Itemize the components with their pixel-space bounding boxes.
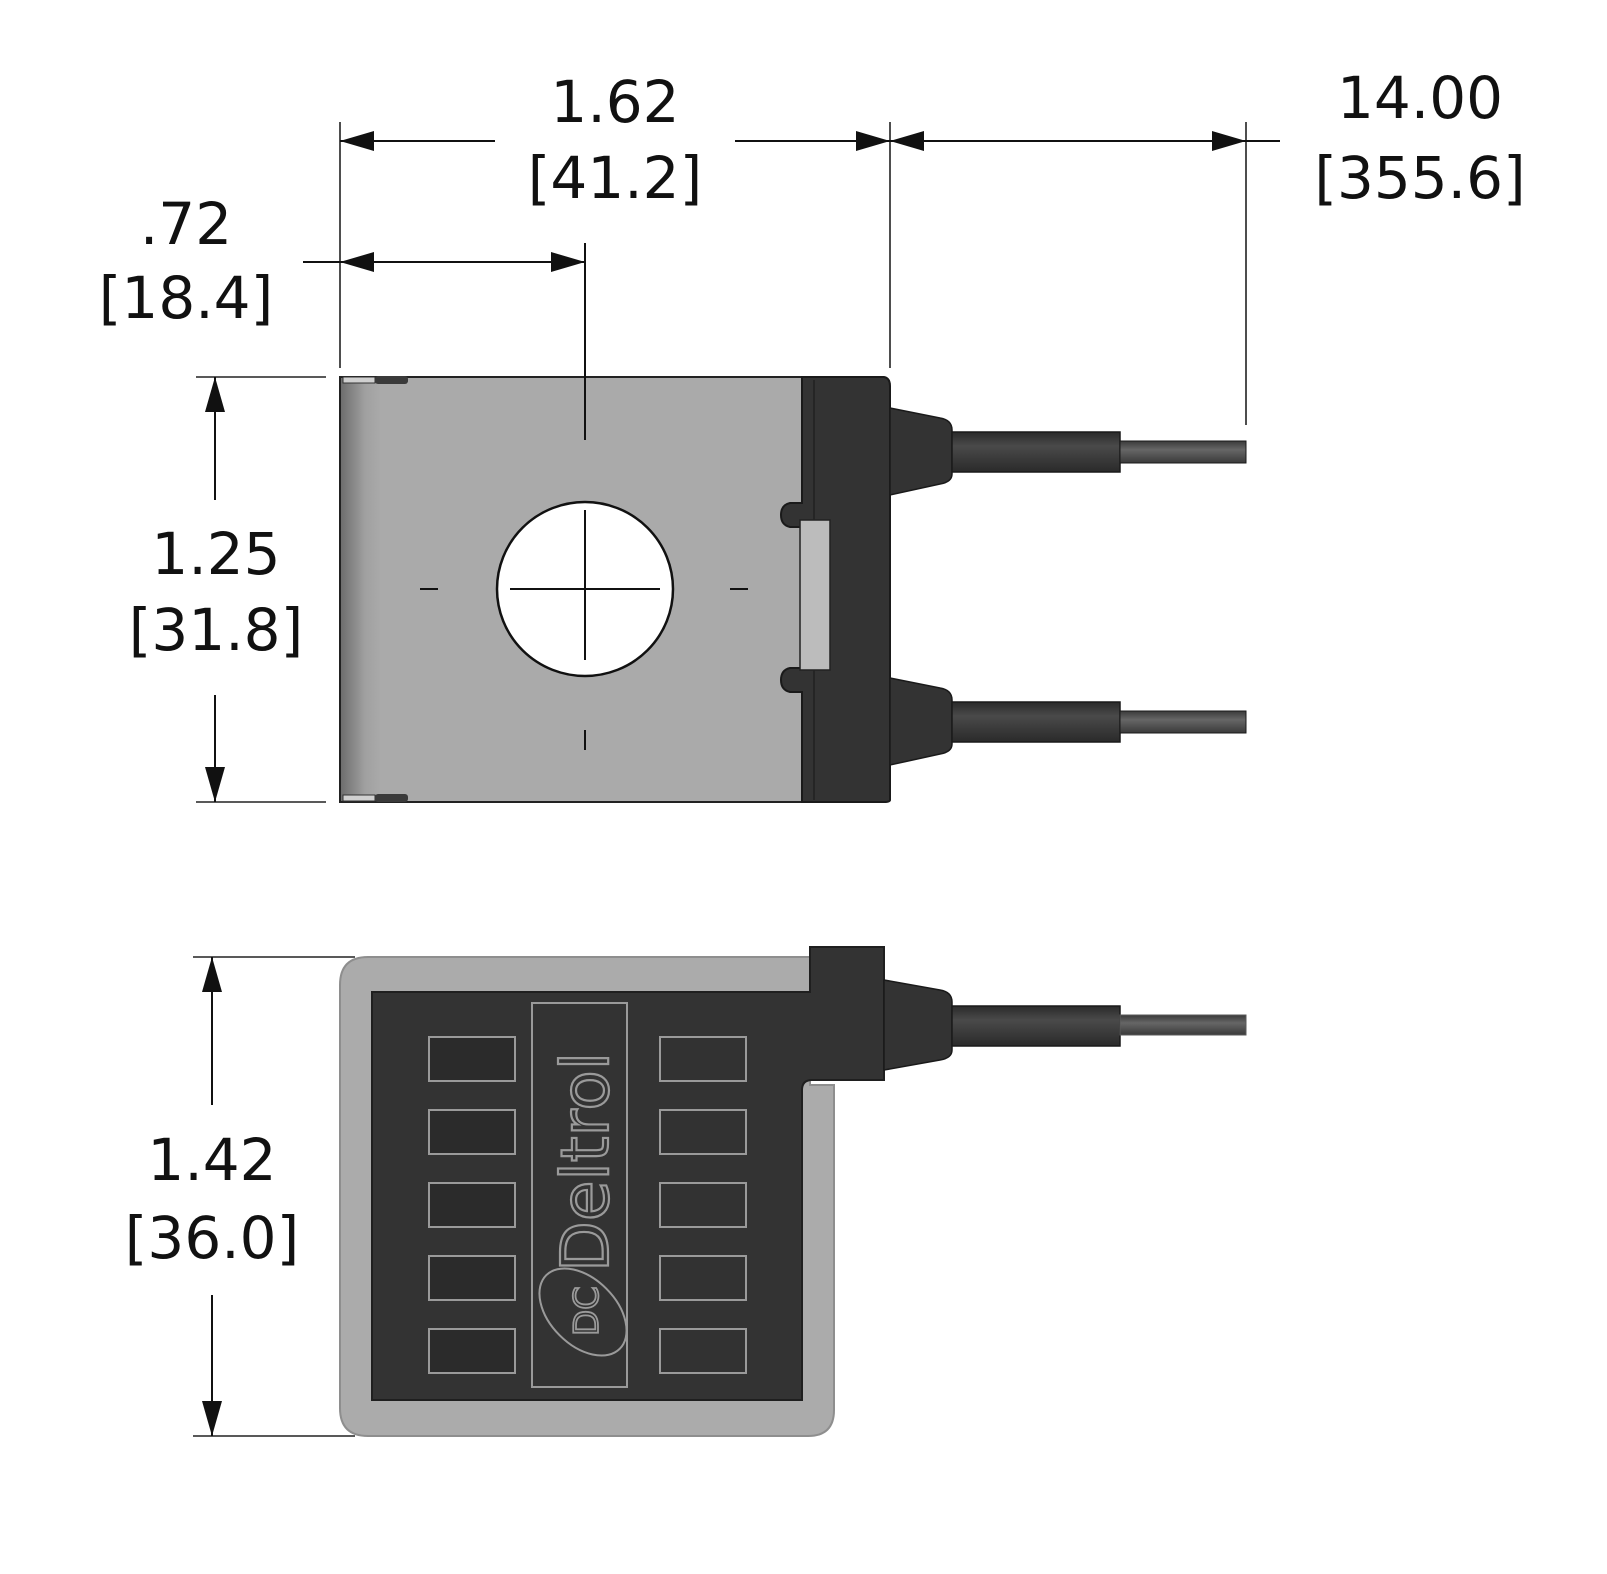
arrow bbox=[205, 377, 225, 412]
dim-body-depth-in: 1.42 bbox=[147, 1126, 276, 1194]
logo-initials: DC bbox=[567, 1286, 607, 1336]
dim-lead-length-in: 14.00 bbox=[1337, 64, 1503, 132]
front-view bbox=[339, 243, 1247, 803]
arrow bbox=[551, 252, 585, 272]
vent-slot bbox=[428, 1255, 516, 1301]
vent-slot bbox=[659, 1255, 747, 1301]
arrow bbox=[856, 131, 890, 151]
brand-label: Deltrol bbox=[547, 1052, 624, 1272]
arrow bbox=[202, 1401, 222, 1436]
dim-overall-width-in: 1.62 bbox=[550, 68, 679, 136]
top-view: Deltrol DC bbox=[339, 946, 1247, 1437]
vent-slot bbox=[659, 1109, 747, 1155]
dimension-labels: 1.62 [41.2] 14.00 [355.6] .72 [18.4] 1.2… bbox=[99, 64, 1526, 1272]
dim-hole-offset-in: .72 bbox=[140, 190, 232, 258]
dimension-lines bbox=[193, 122, 1280, 1437]
vent-slot bbox=[428, 1036, 516, 1082]
front-recess bbox=[799, 519, 831, 671]
vent-slot bbox=[428, 1109, 516, 1155]
top-strain-relief bbox=[883, 979, 953, 1071]
front-strain-relief-upper bbox=[889, 407, 953, 496]
front-cable-jacket-lower bbox=[951, 701, 1121, 743]
front-tab-top bbox=[342, 376, 376, 384]
dim-body-depth-mm: [36.0] bbox=[125, 1204, 299, 1272]
front-tab-top-dark bbox=[375, 376, 408, 384]
vent-slot bbox=[659, 1036, 747, 1082]
dim-lead-length-mm: [355.6] bbox=[1314, 144, 1525, 212]
vent-slot bbox=[428, 1182, 516, 1228]
logo-oval bbox=[538, 1267, 628, 1357]
vent-slot bbox=[428, 1328, 516, 1374]
front-body-left-shade bbox=[341, 378, 381, 801]
top-cable-jacket bbox=[951, 1005, 1121, 1047]
vent-slot bbox=[659, 1182, 747, 1228]
vent-slots-left bbox=[428, 1036, 516, 1374]
front-cable-jacket-upper bbox=[951, 431, 1121, 473]
dim-body-height-in: 1.25 bbox=[151, 520, 280, 588]
arrow bbox=[1212, 131, 1246, 151]
label-plate bbox=[531, 1002, 628, 1388]
front-tab-bottom bbox=[342, 794, 376, 802]
front-tab-bottom-dark bbox=[375, 794, 408, 802]
vent-slot bbox=[659, 1328, 747, 1374]
arrow bbox=[205, 767, 225, 802]
top-wire bbox=[1119, 1014, 1247, 1036]
vent-slots-right bbox=[659, 1036, 747, 1374]
arrow bbox=[890, 131, 924, 151]
arrow bbox=[202, 957, 222, 992]
front-strain-relief-lower bbox=[889, 677, 953, 766]
front-wire-upper bbox=[1119, 440, 1247, 464]
front-wire-lower bbox=[1119, 710, 1247, 734]
dim-overall-width-mm: [41.2] bbox=[528, 144, 702, 212]
arrow bbox=[340, 131, 374, 151]
dim-hole-offset-mm: [18.4] bbox=[99, 264, 273, 332]
arrow bbox=[340, 252, 374, 272]
dim-body-height-mm: [31.8] bbox=[129, 596, 303, 664]
